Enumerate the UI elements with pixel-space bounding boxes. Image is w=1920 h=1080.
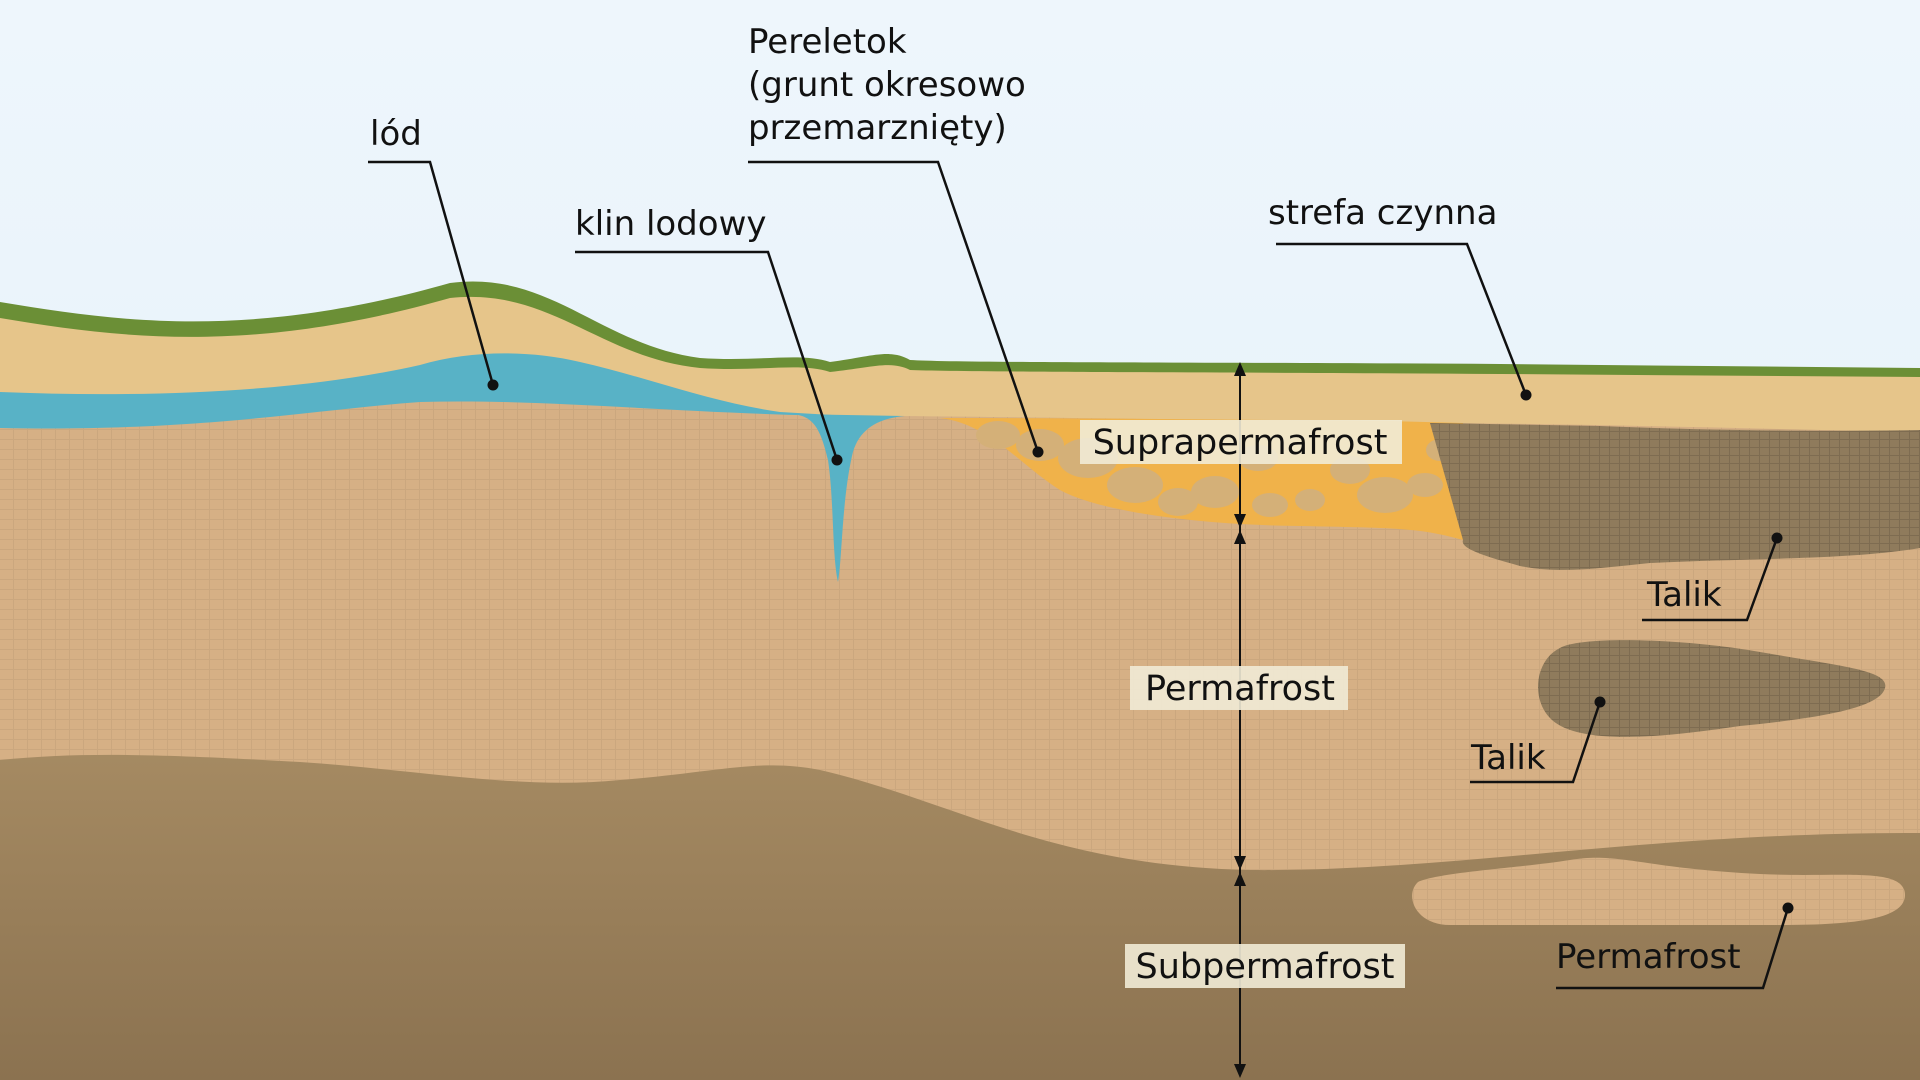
label-talik-lens: Talik	[1470, 738, 1546, 778]
suprapermafrost-label-box	[1080, 420, 1402, 464]
label-lod: lód	[370, 114, 422, 154]
arrow-head-2	[1234, 514, 1246, 528]
talik-upper-texture	[1430, 423, 1920, 570]
permafrost-lens-texture	[1412, 857, 1905, 925]
leader-klin: klin lodowy	[575, 204, 843, 466]
subpermafrost-layer	[0, 754, 1920, 1080]
label-strefa-czynna: strefa czynna	[1268, 193, 1497, 233]
leader-strefa-czynna: strefa czynna	[1268, 193, 1532, 401]
leader-talik-upper: Talik	[1642, 532, 1783, 622]
arrow-head-1	[1234, 362, 1246, 376]
leader-permafrost-lens: Permafrost	[1556, 902, 1794, 990]
arrow-head-4	[1234, 856, 1246, 870]
subpermafrost-label-box	[1125, 944, 1405, 988]
arrow-head-5	[1234, 872, 1246, 886]
permafrost-label: Permafrost	[1145, 669, 1335, 709]
label-pereletok-3: przemarznięty)	[748, 108, 1007, 148]
label-pereletok-1: Pereletok	[748, 22, 907, 62]
suprapermafrost-label: Suprapermafrost	[1093, 423, 1388, 463]
arrow-head-6	[1234, 1064, 1246, 1078]
label-talik-upper: Talik	[1646, 575, 1722, 615]
label-permafrost-lens: Permafrost	[1556, 937, 1741, 977]
label-klin-lodowy: klin lodowy	[575, 204, 767, 244]
leader-dot-strefa	[1520, 389, 1532, 401]
ice-wedge	[788, 414, 905, 582]
leader-pereletok: Pereletok (grunt okresowo przemarznięty)	[748, 22, 1044, 458]
leader-dot-pereletok	[1032, 446, 1044, 458]
label-pereletok-2: (grunt okresowo	[748, 65, 1026, 105]
leader-dot-lod	[487, 379, 499, 391]
leader-lod: lód	[368, 114, 499, 391]
leader-dot-talik-upper	[1771, 532, 1783, 544]
leader-dot-permafrost-lens	[1782, 902, 1794, 914]
leader-talik-lens: Talik	[1470, 696, 1606, 784]
subpermafrost-label: Subpermafrost	[1136, 947, 1395, 987]
arrow-head-3	[1234, 530, 1246, 544]
leader-dot-talik-lens	[1594, 696, 1606, 708]
leader-dot-klin	[831, 454, 843, 466]
talik-lens-texture	[1538, 640, 1886, 737]
permafrost-label-box	[1130, 666, 1348, 710]
